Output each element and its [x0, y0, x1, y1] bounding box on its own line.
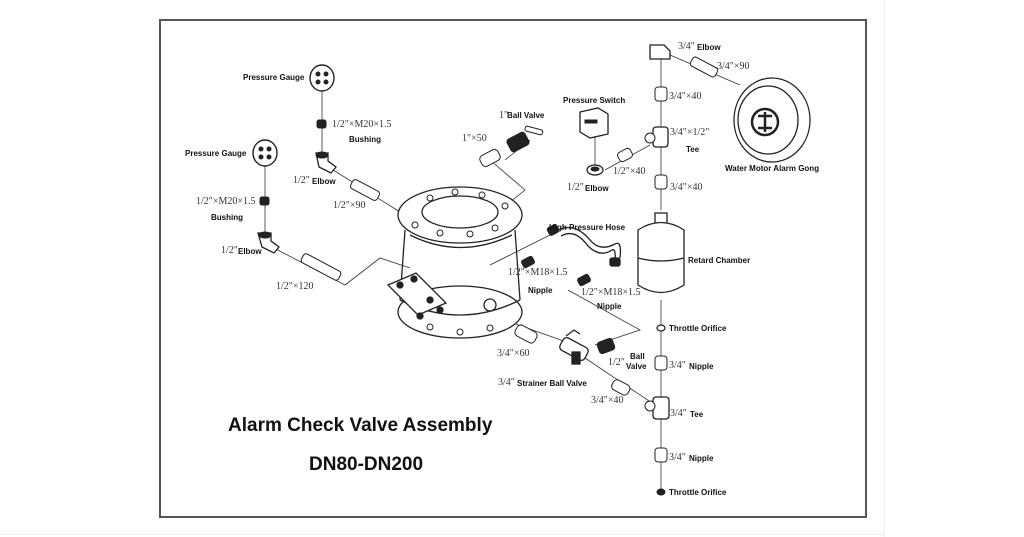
high-pressure-hose-icon	[546, 224, 622, 267]
nipple-3-4a-label: Nipple	[689, 362, 714, 371]
pipe-3-4x90-label: 3/4"×90	[717, 61, 750, 72]
elbow-3-label: Elbow	[585, 184, 609, 193]
nipple-2-icon	[577, 273, 591, 287]
pipe-1x50-icon	[479, 148, 501, 168]
elbow-2-icon	[257, 231, 280, 254]
tee-3-4-icon	[644, 396, 670, 420]
pipe-1x50-label: 1"×50	[462, 133, 487, 144]
nipple-3-4b-icon	[654, 447, 668, 463]
throttle-orifice-1-label: Throttle Orifice	[669, 324, 727, 333]
pipe-1-2x90-label: 1/2"×90	[333, 200, 366, 211]
elbow-1-dimension: 1/2"	[293, 175, 310, 186]
pipe-1-2x40-label: 1/2"×40	[613, 166, 646, 177]
diagram-subtitle: DN80-DN200	[309, 454, 424, 475]
ball-valve-1-label: Ball Valve	[507, 111, 545, 120]
pressure-gauge-2-label: Pressure Gauge	[185, 149, 247, 158]
strainer-ball-valve-icon	[559, 329, 589, 365]
nipple-1-dimension: 1/2"×M18×1.5	[508, 267, 568, 278]
retard-chamber-icon	[637, 212, 685, 294]
elbow-1-label: Elbow	[312, 177, 336, 186]
pipe-1-2x40-icon	[617, 147, 633, 163]
bushing-2-label: Bushing	[211, 213, 243, 222]
bushing-2-icon	[259, 196, 270, 206]
nipple-1-icon	[521, 255, 535, 269]
ball-valve-1-2-label-b: Valve	[626, 362, 647, 371]
bushing-1-label: Bushing	[349, 135, 381, 144]
tee-3-4x1-2-icon	[644, 126, 669, 148]
throttle-orifice-2-icon	[656, 488, 666, 496]
nipple-3-4x40a-label: 3/4"×40	[669, 91, 702, 102]
bushing-2-dimension: 1/2"×M20×1.5	[196, 196, 256, 207]
nipple-3-4x40a-icon	[654, 86, 668, 102]
nipple-3-4b-label: Nipple	[689, 454, 714, 463]
elbow-3-4-dimension: 3/4"	[678, 41, 695, 52]
tee-3-4x1-2-dimension: 3/4"×1/2"	[670, 127, 710, 138]
nipple-3-4a-dimension: 3/4"	[669, 360, 686, 371]
tee-3-4x1-2-label: Tee	[686, 145, 700, 154]
elbow-3-4-label: Elbow	[697, 43, 721, 52]
elbow-3-dimension: 1/2"	[567, 182, 584, 193]
throttle-orifice-1-icon	[656, 324, 666, 332]
throttle-orifice-2-label: Throttle Orifice	[669, 488, 727, 497]
water-motor-alarm-gong-icon	[733, 77, 811, 163]
bushing-1-dimension: 1/2"×M20×1.5	[332, 119, 392, 130]
elbow-3-4-icon	[649, 44, 671, 60]
strainer-ball-valve-dimension: 3/4"	[498, 377, 515, 388]
pipe-1-2x90-icon	[349, 179, 381, 201]
pressure-gauge-1-label: Pressure Gauge	[243, 73, 305, 82]
nipple-3-4a-icon	[654, 355, 668, 371]
ball-valve-1-2-dimension: 1/2"	[608, 357, 625, 368]
pipe-1-2x120-label: 1/2"×120	[276, 281, 314, 292]
ball-valve-1-icon	[506, 125, 544, 153]
bushing-1-icon	[316, 119, 327, 129]
elbow-2-dimension: 1/2"	[221, 245, 238, 256]
strainer-ball-valve-label: Strainer Ball Valve	[517, 379, 587, 388]
tee-3-4-dimension: 3/4"	[670, 408, 687, 419]
page-edge-right	[884, 0, 885, 537]
tee-3-4-label: Tee	[690, 410, 704, 419]
diagram-title: Alarm Check Valve Assembly	[228, 415, 493, 436]
page-edge-bottom	[0, 534, 885, 535]
nipple-2-dimension: 1/2"×M18×1.5	[581, 287, 641, 298]
pipe-3-4x40c-icon	[611, 379, 631, 396]
nipple-3-4b-dimension: 3/4"	[669, 452, 686, 463]
pressure-switch-icon	[579, 107, 609, 139]
elbow-3-icon	[586, 164, 604, 176]
alarm-check-valve-body-icon	[386, 186, 523, 339]
retard-chamber-label: Retard Chamber	[688, 256, 751, 265]
nipple-3-4x40b-icon	[654, 174, 668, 190]
elbow-1-icon	[315, 151, 337, 174]
pipe-3-4x90-icon	[689, 56, 719, 78]
high-pressure-hose-label: High Pressure Hose	[549, 223, 626, 232]
pressure-gauge-2-icon	[252, 139, 278, 167]
pressure-switch-label: Pressure Switch	[563, 96, 626, 105]
nipple-3-4x40b-label: 3/4"×40	[670, 182, 703, 193]
water-motor-alarm-gong-label: Water Motor Alarm Gong	[725, 164, 820, 173]
pressure-gauge-1-icon	[309, 64, 335, 92]
ball-valve-1-dimension: 1"	[499, 110, 509, 121]
ball-valve-1-2-label-a: Ball	[630, 352, 645, 361]
pipe-3-4x60-label: 3/4"×60	[497, 348, 530, 359]
nipple-2-label: Nipple	[597, 302, 622, 311]
ball-valve-1-2-icon	[596, 337, 616, 355]
pipe-3-4x40c-label: 3/4"×40	[591, 395, 624, 406]
elbow-2-label: Elbow	[238, 247, 262, 256]
pipe-3-4x60-icon	[514, 324, 538, 344]
pipe-1-2x120-icon	[300, 253, 342, 281]
nipple-1-label: Nipple	[528, 286, 553, 295]
